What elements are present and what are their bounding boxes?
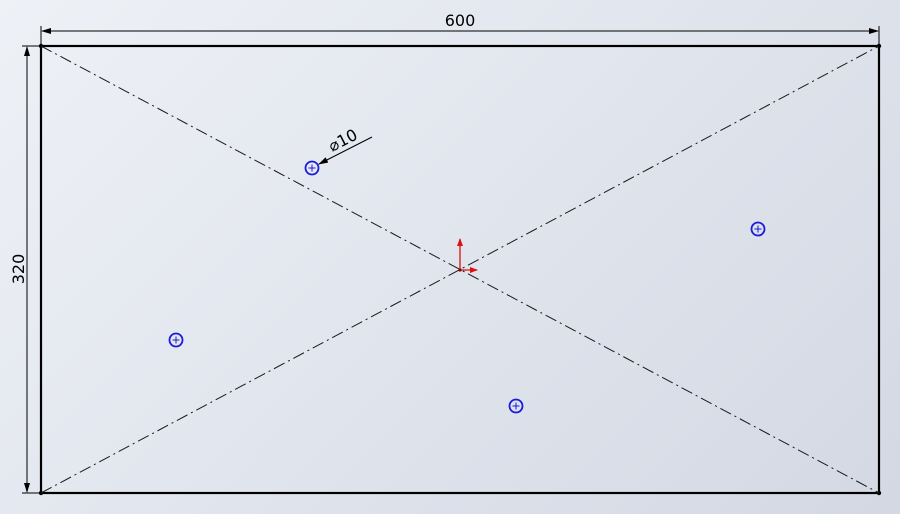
- construction-diagonal[interactable]: [40, 45, 880, 494]
- crosshair-icon: [754, 225, 762, 233]
- hole-circle[interactable]: [304, 160, 320, 176]
- hole[interactable]: [168, 332, 184, 348]
- hole-diameter-label[interactable]: ⌀10: [325, 125, 360, 156]
- hole-circle[interactable]: [168, 332, 184, 348]
- sketch-rectangle[interactable]: [39, 44, 881, 495]
- width-dimension[interactable]: 600: [40, 11, 880, 44]
- holes-group: [168, 160, 766, 414]
- hole[interactable]: [304, 160, 320, 176]
- hole[interactable]: [750, 221, 766, 237]
- crosshair-icon: [512, 402, 520, 410]
- height-dimension[interactable]: 320: [9, 45, 39, 494]
- hole-circle[interactable]: [508, 398, 524, 414]
- width-dimension-label[interactable]: 600: [445, 11, 476, 30]
- crosshair-icon: [308, 164, 316, 172]
- hole-circle[interactable]: [750, 221, 766, 237]
- crosshair-icon: [172, 336, 180, 344]
- sketch-origin-icon[interactable]: [457, 238, 478, 273]
- hole[interactable]: [508, 398, 524, 414]
- height-dimension-label[interactable]: 320: [9, 254, 28, 285]
- leader-line: [318, 136, 373, 165]
- construction-diagonal[interactable]: [40, 45, 880, 494]
- hole-diameter-callout[interactable]: ⌀10: [318, 125, 373, 165]
